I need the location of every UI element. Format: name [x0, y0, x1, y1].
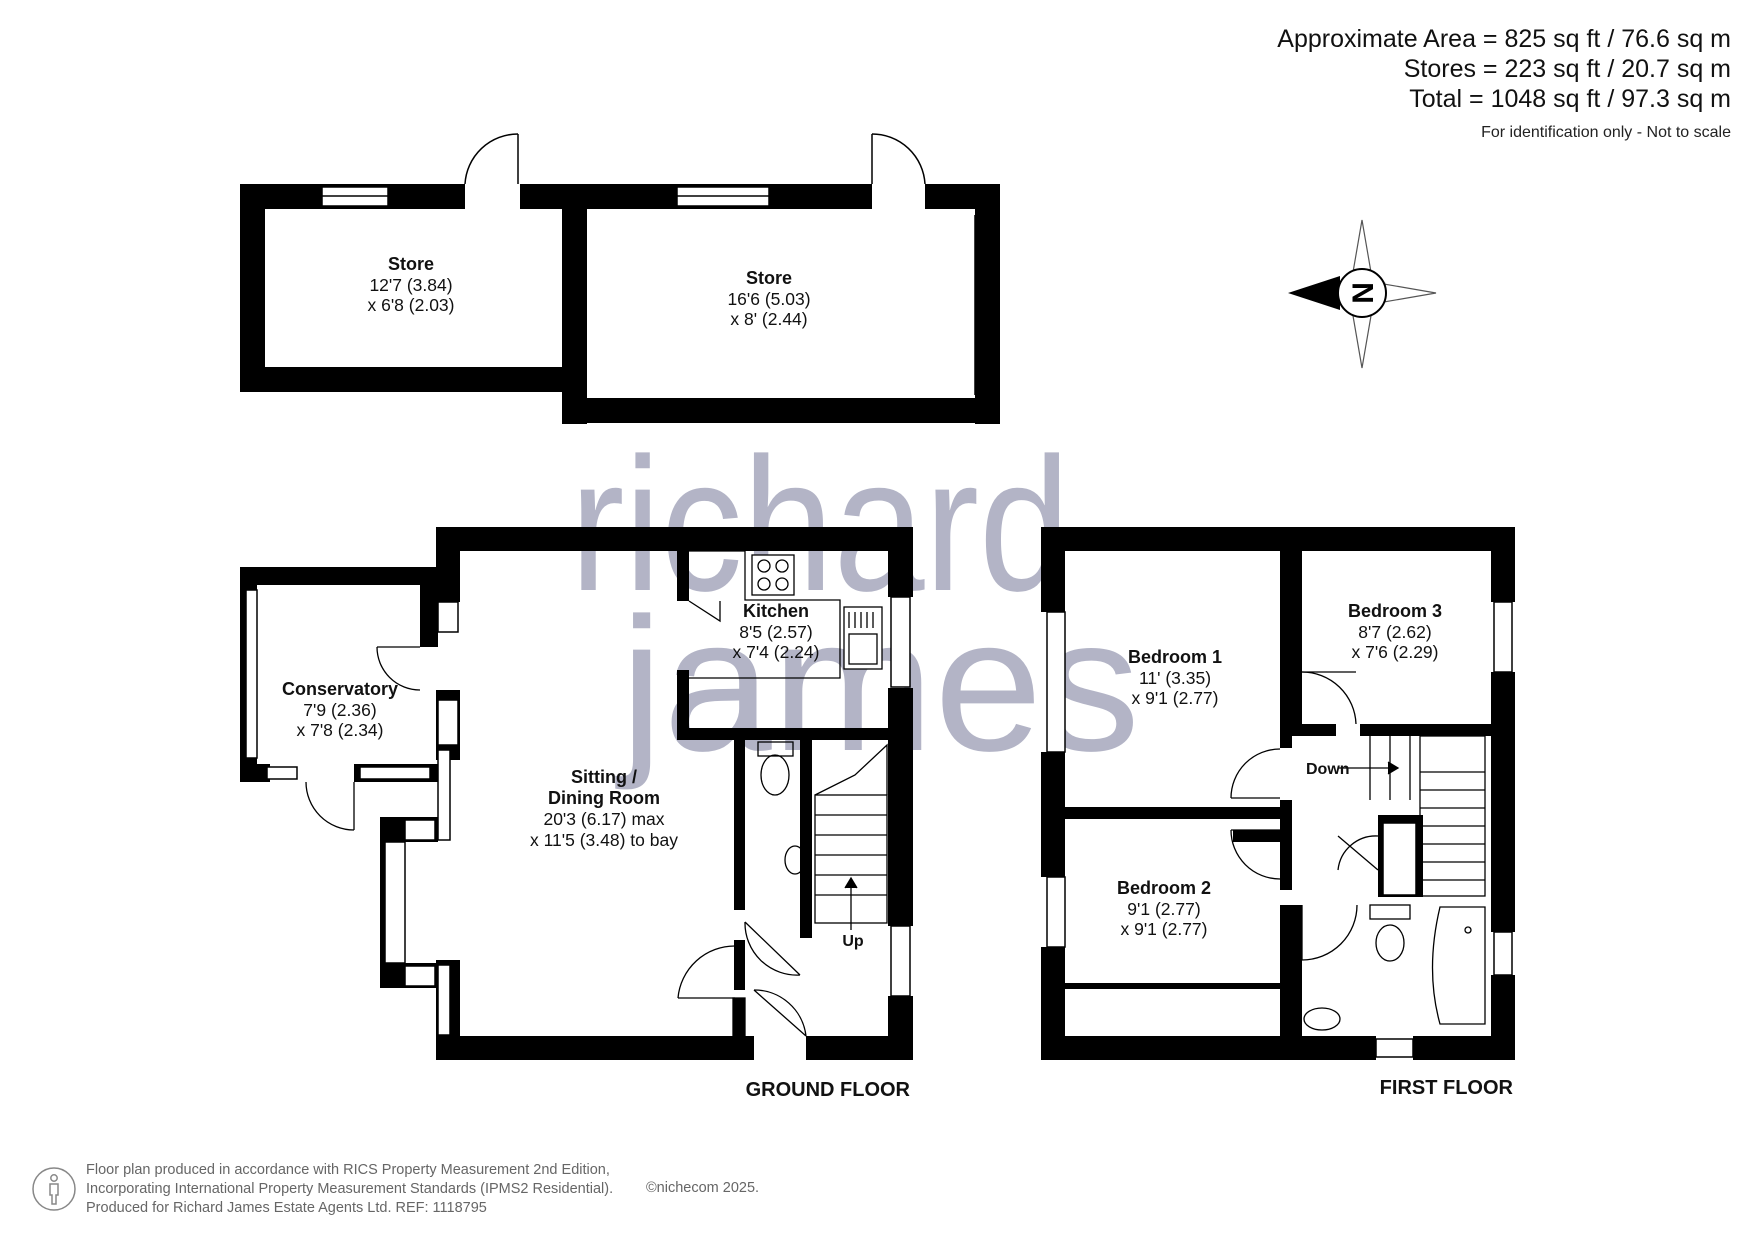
footer-copyright: ©nichecom 2025. [646, 1180, 760, 1196]
stairs-up-label: Up [842, 933, 864, 950]
sitting-room-name2: Dining Room [548, 788, 660, 808]
watermark-richard: richard [570, 419, 1070, 631]
footer-line1: Floor plan produced in accordance with R… [86, 1162, 610, 1178]
footer-line2: Incorporating International Property Mea… [86, 1181, 614, 1197]
kitchen-name: Kitchen [743, 601, 809, 621]
bedroom1-dim1: 11' (3.35) [1139, 668, 1211, 688]
bedroom1-name: Bedroom 1 [1128, 647, 1222, 667]
store1-dim1: 12'7 (3.84) [369, 275, 452, 295]
first-floor-walls [1041, 527, 1515, 1060]
sitting-room-name1: Sitting / [571, 767, 637, 787]
conservatory-dim2: x 7'8 (2.34) [297, 720, 384, 740]
approximate-area: Approximate Area = 825 sq ft / 76.6 sq m [1277, 25, 1731, 53]
footer-line3: Produced for Richard James Estate Agents… [86, 1200, 487, 1216]
ground-floor-walls [240, 527, 913, 1060]
north-compass-icon: N [1288, 219, 1437, 369]
ground-floor-fixtures [305, 550, 888, 1037]
stores-area: Stores = 223 sq ft / 20.7 sq m [1403, 55, 1731, 83]
total-area: Total = 1048 sq ft / 97.3 sq m [1409, 85, 1731, 113]
bedroom2-dim2: x 9'1 (2.77) [1121, 919, 1208, 939]
compass-letter: N [1346, 282, 1379, 304]
bedroom2-name: Bedroom 2 [1117, 878, 1211, 898]
kitchen-dim2: x 7'4 (2.24) [733, 642, 820, 662]
conservatory-dim1: 7'9 (2.36) [303, 700, 376, 720]
area-summary: Approximate Area = 825 sq ft / 76.6 sq m… [1277, 24, 1731, 142]
stores-doors [464, 133, 976, 395]
store2-name: Store [746, 268, 792, 288]
bedroom1-dim2: x 9'1 (2.77) [1132, 688, 1219, 708]
ground-floor-windows [245, 589, 911, 1036]
bedroom3-dim2: x 7'6 (2.29) [1352, 642, 1439, 662]
kitchen-dim1: 8'5 (2.57) [739, 622, 812, 642]
store1-name: Store [388, 254, 434, 274]
stores-windows [321, 186, 770, 207]
first-floor-fixtures [1230, 671, 1486, 1031]
person-icon [31, 1166, 77, 1212]
bedroom2-dim1: 9'1 (2.77) [1127, 899, 1200, 919]
stairs-down-label: Down [1306, 761, 1350, 778]
sitting-room-dim1: 20'3 (6.17) max [543, 809, 664, 829]
footer-notes: Floor plan produced in accordance with R… [86, 1161, 613, 1218]
first-floor-windows [1046, 601, 1513, 1058]
bedroom3-dim1: 8'7 (2.62) [1358, 622, 1431, 642]
ground-floor-label: GROUND FLOOR [746, 1079, 911, 1101]
first-floor-label: FIRST FLOOR [1380, 1077, 1514, 1099]
conservatory-name: Conservatory [282, 679, 398, 699]
store1-dim2: x 6'8 (2.03) [368, 295, 455, 315]
sitting-room-dim2: x 11'5 (3.48) to bay [530, 830, 678, 850]
store2-dim2: x 8' (2.44) [730, 309, 807, 329]
scale-note: For identification only - Not to scale [1481, 124, 1731, 141]
store2-dim1: 16'6 (5.03) [727, 289, 810, 309]
stores-plan [240, 184, 1000, 424]
bedroom3-name: Bedroom 3 [1348, 601, 1442, 621]
